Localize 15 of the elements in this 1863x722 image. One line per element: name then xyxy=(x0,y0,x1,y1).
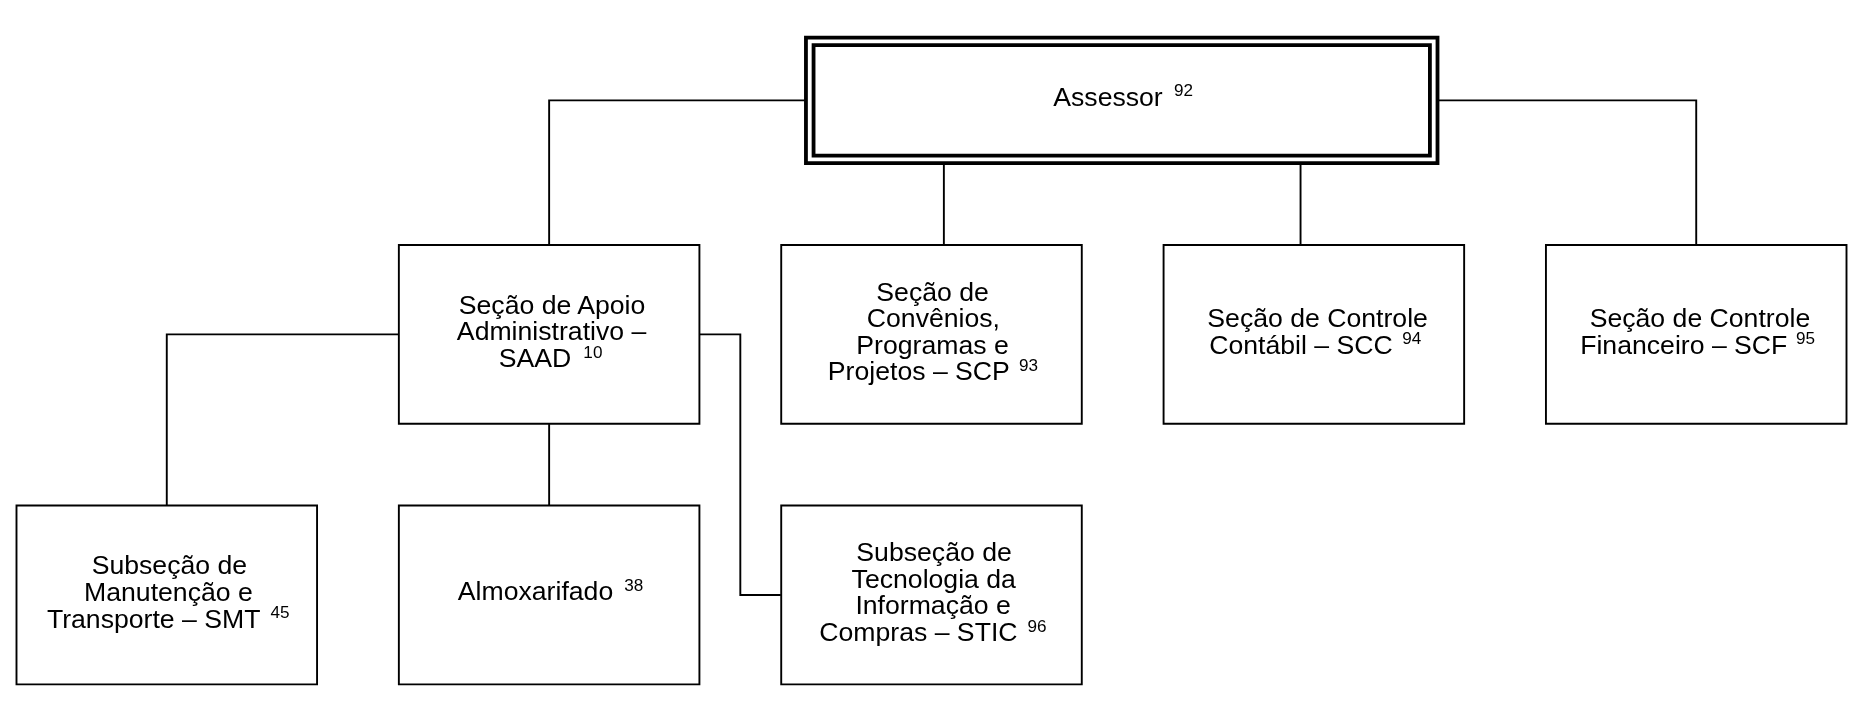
node-box: Assessor $^{92}$ xyxy=(804,35,1440,166)
connector xyxy=(548,423,551,507)
node-box: Subseção de Manutenção e Transporte – SMT $^{45}$ xyxy=(15,504,318,686)
connector xyxy=(548,99,807,246)
connector xyxy=(1299,162,1302,246)
connector xyxy=(698,333,782,596)
node-box: Seção de Controle Contábil – SCC $^{94}$ xyxy=(1162,244,1466,425)
connector xyxy=(942,162,945,246)
node-box: Seção de Convênios, Programas e Projetos – SCP $^{93}$ xyxy=(780,244,1083,425)
connector xyxy=(1436,99,1698,246)
connector xyxy=(165,333,400,507)
node-box: Subseção de Tecnologia da Informação e Compras – STIC $^{96}$ xyxy=(780,504,1083,686)
node-box: Seção de Controle Financeiro – SCF $^{95}$ xyxy=(1545,244,1848,425)
node-box: Seção de Apoio Administrativo – SAAD $^{10}$ xyxy=(397,244,701,425)
node-box: Almoxarifado $^{38}$ xyxy=(397,504,701,686)
